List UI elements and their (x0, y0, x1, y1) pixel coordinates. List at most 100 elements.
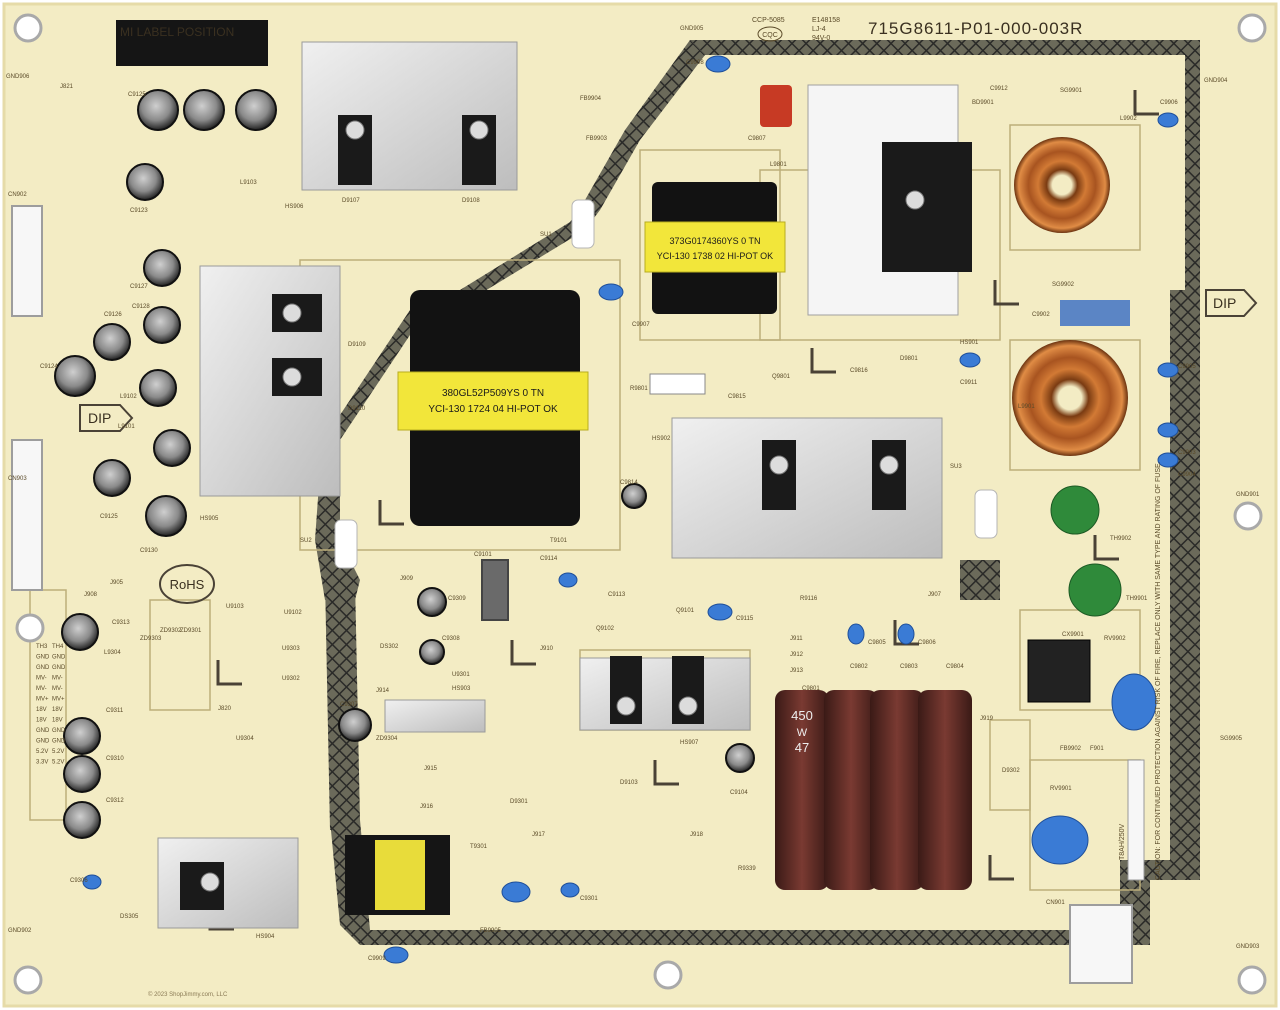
ref-u9102: U9102 (284, 610, 302, 616)
ref-c9802: C9802 (850, 664, 868, 670)
ul-grade: LJ-4 (812, 26, 826, 33)
ref-th9902: TH9902 (1110, 536, 1132, 542)
dip-right-text: DIP (1213, 295, 1236, 311)
pin-label-left: MV- (36, 686, 47, 692)
ref-l9902: L9902 (1120, 116, 1137, 122)
copyright-notice: © 2023 ShopJimmy.com, LLC (148, 991, 228, 998)
ref-hs906: HS906 (285, 204, 304, 210)
ref-j913: J913 (790, 668, 804, 674)
ref-j820: J820 (218, 706, 232, 712)
bulk-cap-value: 47 (795, 740, 809, 755)
ref-u9301: U9301 (452, 672, 470, 678)
ref-c9128: C9128 (132, 304, 150, 310)
ref-d9302: D9302 (1002, 768, 1020, 774)
ref-hs901: HS901 (960, 340, 979, 346)
ref-c9312: C9312 (106, 798, 124, 804)
pin-label-right: GND (52, 655, 66, 661)
ref-c9125: C9125 (128, 92, 146, 98)
ref-r9339: R9339 (738, 866, 756, 872)
pin-label-left: MV+ (36, 697, 49, 703)
pin-label-right: 5.2V (52, 760, 64, 766)
ref-ds302: DS302 (380, 644, 399, 650)
ref-gnd906: GND906 (6, 74, 30, 80)
ref-su1: SU1 (540, 232, 552, 238)
pin-label-left: 18V (36, 707, 47, 713)
pin-label-right: MV+ (52, 697, 65, 703)
ref-zd9301: ZD9301 (180, 628, 202, 634)
ref-j905: J905 (110, 580, 124, 586)
ref-zd9303: ZD9303 (140, 636, 162, 642)
ref-j908: J908 (84, 592, 98, 598)
ref-c9903: C9903 (1178, 450, 1196, 456)
ref-j915: J915 (424, 766, 438, 772)
ref-c9130: C9130 (140, 548, 158, 554)
ref-cx9901: CX9901 (1062, 632, 1084, 638)
common-mode-chokes (1012, 137, 1128, 456)
pin-label-left: 5.2V (36, 749, 48, 755)
silk-l-marks (208, 90, 1159, 931)
ref-c9801: C9801 (802, 686, 820, 692)
ul-rating: 94V-0 (812, 35, 830, 42)
ref-su2: SU2 (300, 538, 312, 544)
bulk-cap-voltage: 450 (791, 708, 813, 723)
ref-c9908: C9908 (686, 60, 704, 66)
ref-c9905: C9905 (1178, 364, 1196, 370)
ref-d9103: D9103 (620, 780, 638, 786)
ul-code: E148158 (812, 17, 840, 24)
t9101-label-line2: YCI-130 1724 04 HI-POT OK (428, 404, 558, 415)
ref-j911: J911 (790, 636, 803, 642)
ref-d9107: D9107 (342, 198, 360, 204)
pin-label-left: MV- (36, 676, 47, 682)
ref-u9303: U9303 (282, 646, 300, 652)
cert-code: CCP-5085 (752, 17, 785, 24)
ref-c9301: C9301 (580, 896, 598, 902)
fuse-rating-text: T8AH/250V (1119, 823, 1126, 860)
ref-c9814: C9814 (620, 480, 638, 486)
ref-th9901: TH9901 (1126, 596, 1148, 602)
board-part-number: 715G8611-P01-000-003R (868, 19, 1083, 38)
rohs-text: RoHS (170, 577, 205, 592)
transformer-t9101: 380GL52P509YS 0 TN YCI-130 1724 04 HI-PO… (397, 290, 589, 526)
ref-q9101: Q9101 (676, 608, 695, 614)
ref-q9102: Q9102 (596, 626, 615, 632)
ref-c9310: C9310 (106, 756, 124, 762)
ref-c9124: C9124 (40, 364, 58, 370)
ref-c9306: C9306 (70, 878, 88, 884)
ref-cn901: CN901 (1046, 900, 1065, 906)
rohs-mark: RoHS (159, 564, 215, 604)
ref-gnd901: GND901 (1236, 492, 1260, 498)
ref-j917: J917 (532, 832, 546, 838)
pin-label-right: MV- (52, 676, 63, 682)
ref-u9304: U9304 (236, 736, 254, 742)
ref-t9101: T9101 (550, 538, 568, 544)
ref-t9301: T9301 (470, 844, 488, 850)
ref-d9109: D9109 (348, 342, 366, 348)
ref-c9309: C9309 (448, 596, 466, 602)
pin-label-left: GND (36, 665, 50, 671)
pin-label-right: GND (52, 739, 66, 745)
dip-arrows (79, 289, 1258, 432)
ref-hs903: HS903 (452, 686, 471, 692)
ref-j918: J918 (690, 832, 704, 838)
ref-l9103: L9103 (240, 180, 257, 186)
ref-c9912: C9912 (990, 86, 1008, 92)
ref-f901: F901 (1090, 746, 1104, 752)
ref-c9911: C9911 (960, 380, 978, 386)
ref-c9806: C9806 (918, 640, 936, 646)
ref-r9116: R9116 (800, 596, 818, 602)
ref-sg9905: SG9905 (1220, 736, 1243, 742)
ref-hs902: HS902 (652, 436, 671, 442)
ref-c9907: C9907 (632, 322, 650, 328)
ref-c9101: C9101 (474, 552, 492, 558)
ref-j907: J907 (928, 592, 942, 598)
ref-c9906: C9906 (1160, 100, 1178, 106)
blue-ceramic-capacitors (82, 55, 1179, 964)
ref-j912: J912 (790, 652, 804, 658)
ref-c9313: C9313 (112, 620, 130, 626)
ref-rv9901: RV9901 (1050, 786, 1072, 792)
ref-bd9901: BD9901 (972, 100, 994, 106)
dip-left-text: DIP (88, 410, 111, 426)
ref-gnd902: GND902 (8, 928, 32, 934)
pin-label-right: GND (52, 728, 66, 734)
